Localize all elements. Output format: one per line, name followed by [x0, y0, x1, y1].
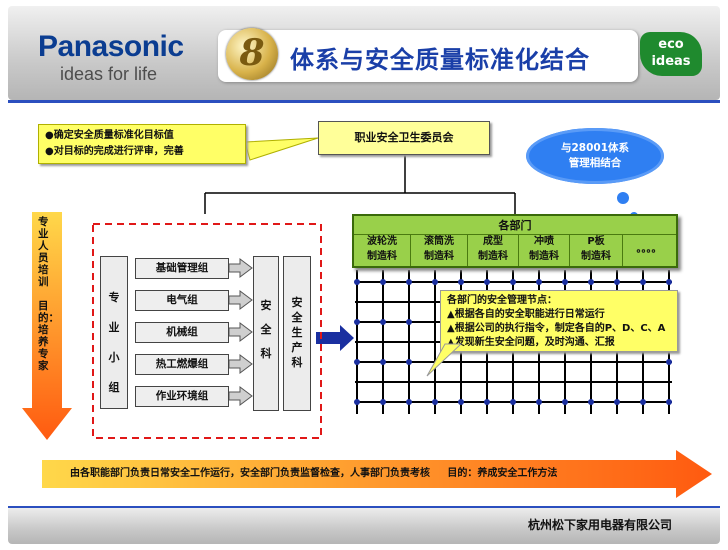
- number-badge-text: 8: [239, 32, 265, 74]
- ideas-text: ideas: [651, 54, 691, 69]
- dept-note-callout: 各部门的安全管理节点： ▲根据各自的安全职能进行日常运行 ▲根据公司的执行指令，…: [440, 290, 678, 352]
- dept-item: 波轮洗 制造科: [354, 234, 411, 266]
- dept-item: P板 制造科: [570, 234, 623, 266]
- professional-group-char: 小: [108, 351, 120, 364]
- professional-group-char: 专: [108, 291, 120, 304]
- footer-bar: [8, 506, 720, 544]
- safety-prod-char: 安: [291, 296, 303, 309]
- dept-item-line1: P板: [587, 236, 605, 247]
- dept-item: 滚筒洗 制造科: [411, 234, 468, 266]
- subgroup-basic-mgmt: 基础管理组: [135, 258, 229, 279]
- dept-note-pointer: [426, 343, 463, 377]
- header-divider: [8, 100, 720, 103]
- dept-note-item: ▲发现新生安全问题，及时沟通、汇报: [447, 337, 615, 348]
- dept-item: 成型 制造科: [468, 234, 519, 266]
- dept-note-title: 各部门的安全管理节点：: [447, 295, 557, 306]
- subgroup-environment: 作业环境组: [135, 386, 229, 407]
- subgroup-thermal: 热工燃爆组: [135, 354, 229, 375]
- brand-tagline: ideas for life: [60, 64, 158, 84]
- dept-item-line2: 制造科: [529, 251, 559, 262]
- safety-prod-char: 生: [291, 326, 303, 339]
- safety-prod-char: 产: [291, 341, 303, 354]
- safety-dept-char: 安: [260, 299, 272, 312]
- subgroup-electrical: 电气组: [135, 290, 229, 311]
- professional-group-char: 业: [108, 321, 120, 334]
- goals-callout: ●确定安全质量标准化目标值 ●对目标的完成进行评审，完善: [38, 124, 246, 164]
- cloud-line-2: 管理相结合: [568, 157, 622, 169]
- safety-dept: 安 全 科: [253, 256, 279, 411]
- grid-nodes: [354, 279, 672, 405]
- brand-logo: Panasonic: [38, 30, 184, 63]
- left-arrow-text-1: 专业人员培训: [38, 216, 49, 288]
- title-box: [218, 30, 638, 82]
- professional-group: 专 业 小 组: [100, 256, 128, 409]
- dept-item: 冲喷 制造科: [519, 234, 570, 266]
- professional-group-char: 组: [108, 381, 120, 394]
- dept-item-line2: 制造科: [478, 251, 508, 262]
- dept-item-line1: 波轮洗: [367, 236, 397, 247]
- dept-item-line2: 制造科: [424, 251, 454, 262]
- cloud-line-1: 与28001体系: [560, 142, 630, 154]
- safety-prod-char: 全: [291, 311, 303, 324]
- eco-text: eco: [658, 37, 684, 52]
- dept-note-item: ▲根据公司的执行指令，制定各自的P、D、C、A: [447, 323, 666, 334]
- page-title: 体系与安全质量标准化结合: [290, 46, 590, 74]
- number-badge: 8: [226, 28, 278, 80]
- dept-item-line1: 滚筒洗: [424, 236, 454, 247]
- dept-more: 。。。。: [636, 244, 662, 255]
- goals-item: ●对目标的完成进行评审，完善: [45, 146, 184, 157]
- safety-production-dept: 安 全 生 产 科: [283, 256, 311, 411]
- dept-item-line1: 成型: [483, 236, 503, 247]
- committee-box: 职业安全卫生委员会: [318, 121, 490, 155]
- dept-note-item: ▲根据各自的安全职能进行日常运行: [447, 309, 605, 320]
- safety-dept-char: 科: [260, 347, 272, 360]
- cloud-bubble: 与28001体系 管理相结合: [526, 128, 664, 184]
- dept-item-line1: 冲喷: [534, 236, 554, 247]
- subgroup-mechanical: 机械组: [135, 322, 229, 343]
- departments-title: 各部门: [354, 218, 676, 235]
- bottom-arrow-text: 由各职能部门负责日常安全工作运行，安全部门负责监督检查，人事部门负责考核 目的：…: [70, 468, 558, 479]
- safety-dept-char: 全: [260, 323, 272, 336]
- goals-item: ●确定安全质量标准化目标值: [45, 130, 174, 141]
- left-arrow-text-2: 目的：培养专家: [38, 300, 59, 372]
- committee-label: 职业安全卫生委员会: [354, 131, 454, 144]
- eco-ideas-logo: eco ideas: [640, 32, 702, 76]
- dept-item-line2: 制造科: [581, 251, 611, 262]
- dept-item-line2: 制造科: [367, 251, 397, 262]
- footer-company: 杭州松下家用电器有限公司: [528, 518, 673, 532]
- footer-divider: [8, 506, 720, 508]
- departments-box: 各部门: [352, 214, 678, 268]
- safety-prod-char: 科: [291, 356, 303, 369]
